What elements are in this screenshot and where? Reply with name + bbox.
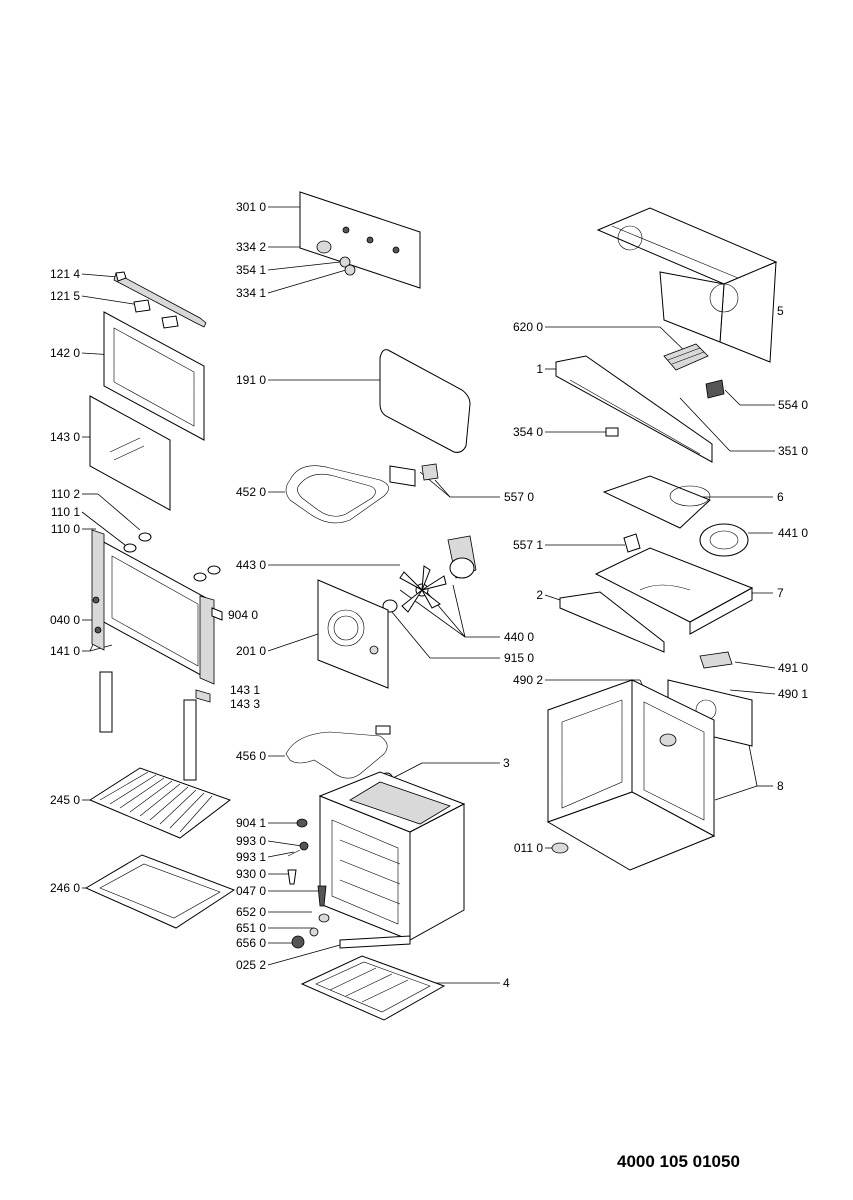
document-number: 4000 105 01050 xyxy=(617,1152,740,1171)
callout-557-0: 557 0 xyxy=(504,490,535,504)
callout-904-1: 904 1 xyxy=(235,816,266,830)
door-hinge-right xyxy=(195,607,223,703)
callout-620-0: 620 0 xyxy=(512,320,543,334)
callout-6: 6 xyxy=(777,490,784,504)
callout-143-0: 143 0 xyxy=(49,430,80,444)
front-strip xyxy=(559,591,665,653)
air-duct-bottom xyxy=(594,547,754,635)
callout-047-0: 047 0 xyxy=(235,884,266,898)
callout-557-1: 557 1 xyxy=(512,538,543,552)
callout-7: 7 xyxy=(777,586,784,600)
bottom-tray xyxy=(300,955,446,1021)
callout-993-1: 993 1 xyxy=(235,850,266,864)
fan-motor xyxy=(447,535,477,579)
cross-rail xyxy=(555,355,713,463)
callout-143-3: 143 3 xyxy=(230,697,261,711)
door-frame xyxy=(91,529,215,685)
screw-354 xyxy=(605,427,619,437)
callout-301-0: 301 0 xyxy=(235,200,266,214)
grill-element xyxy=(285,463,439,524)
door-handle-bar xyxy=(113,271,207,328)
air-duct-top xyxy=(602,475,711,529)
connector-491 xyxy=(699,651,733,669)
callout-652-0: 652 0 xyxy=(235,905,266,919)
baking-tray xyxy=(84,854,236,929)
callout-141-0: 141 0 xyxy=(49,644,80,658)
handle-brackets xyxy=(133,299,179,329)
callout-452-0: 452 0 xyxy=(235,485,266,499)
callout-915-0: 915 0 xyxy=(504,651,535,665)
outer-door-glass xyxy=(103,311,205,441)
callout-490-2: 490 2 xyxy=(512,673,543,687)
glass-spacers xyxy=(123,532,221,582)
callout-354-1: 354 1 xyxy=(235,263,266,277)
inner-door-glass xyxy=(89,395,171,511)
wire-shelf xyxy=(88,767,232,839)
callout-040-0: 040 0 xyxy=(49,613,80,627)
callout-142-0: 142 0 xyxy=(49,346,80,360)
door-strips xyxy=(99,671,197,781)
callout-3: 3 xyxy=(503,756,510,770)
lower-element xyxy=(285,725,391,779)
callout-201-0: 201 0 xyxy=(235,644,266,658)
callout-443-0: 443 0 xyxy=(235,558,266,572)
callout-354-0: 354 0 xyxy=(512,425,543,439)
callout-121-4: 121 4 xyxy=(49,267,80,281)
callout-191-0: 191 0 xyxy=(235,373,266,387)
switch-557 xyxy=(623,533,641,553)
rear-panel xyxy=(317,579,389,689)
callout-334-1: 334 1 xyxy=(235,286,266,300)
callout-456-0: 456 0 xyxy=(235,749,266,763)
cooling-fan xyxy=(699,523,749,557)
callout-554-0: 554 0 xyxy=(778,398,809,412)
thermostat xyxy=(705,379,725,399)
callout-334-2: 334 2 xyxy=(235,240,266,254)
callout-441-0: 441 0 xyxy=(778,526,809,540)
callout-143-1: 143 1 xyxy=(230,683,261,697)
door-seal xyxy=(379,349,471,453)
grease-filter-strip xyxy=(339,935,411,949)
callout-904-0: 904 0 xyxy=(228,608,259,622)
callout-110-0: 110 0 xyxy=(50,522,80,536)
fan-blade xyxy=(399,565,447,613)
callout-011-0: 011 0 xyxy=(513,841,543,855)
oven-cavity xyxy=(318,771,466,941)
outer-case xyxy=(546,679,716,871)
callout-8: 8 xyxy=(777,779,784,793)
callout-651-0: 651 0 xyxy=(235,921,266,935)
callout-110-1: 110 1 xyxy=(50,505,80,519)
top-housing xyxy=(596,207,778,363)
callout-2: 2 xyxy=(536,588,543,602)
terminal-block xyxy=(663,343,709,371)
callout-490-1: 490 1 xyxy=(778,687,809,701)
callout-245-0: 245 0 xyxy=(49,793,80,807)
callout-656-0: 656 0 xyxy=(235,936,266,950)
small-parts xyxy=(287,818,330,949)
callout-5: 5 xyxy=(777,304,784,318)
callout-4: 4 xyxy=(503,976,510,990)
control-panel xyxy=(299,191,421,289)
callout-351-0: 351 0 xyxy=(778,444,809,458)
callout-121-5: 121 5 xyxy=(49,289,80,303)
callout-1: 1 xyxy=(536,362,543,376)
control-knobs xyxy=(316,240,356,276)
callout-246-0: 246 0 xyxy=(49,881,80,895)
foot-011 xyxy=(551,842,569,854)
callout-440-0: 440 0 xyxy=(504,630,535,644)
callout-491-0: 491 0 xyxy=(778,661,809,675)
callout-930-0: 930 0 xyxy=(235,867,266,881)
callout-025-2: 025 2 xyxy=(235,958,266,972)
callout-110-2: 110 2 xyxy=(50,487,80,501)
callout-993-0: 993 0 xyxy=(235,834,266,848)
